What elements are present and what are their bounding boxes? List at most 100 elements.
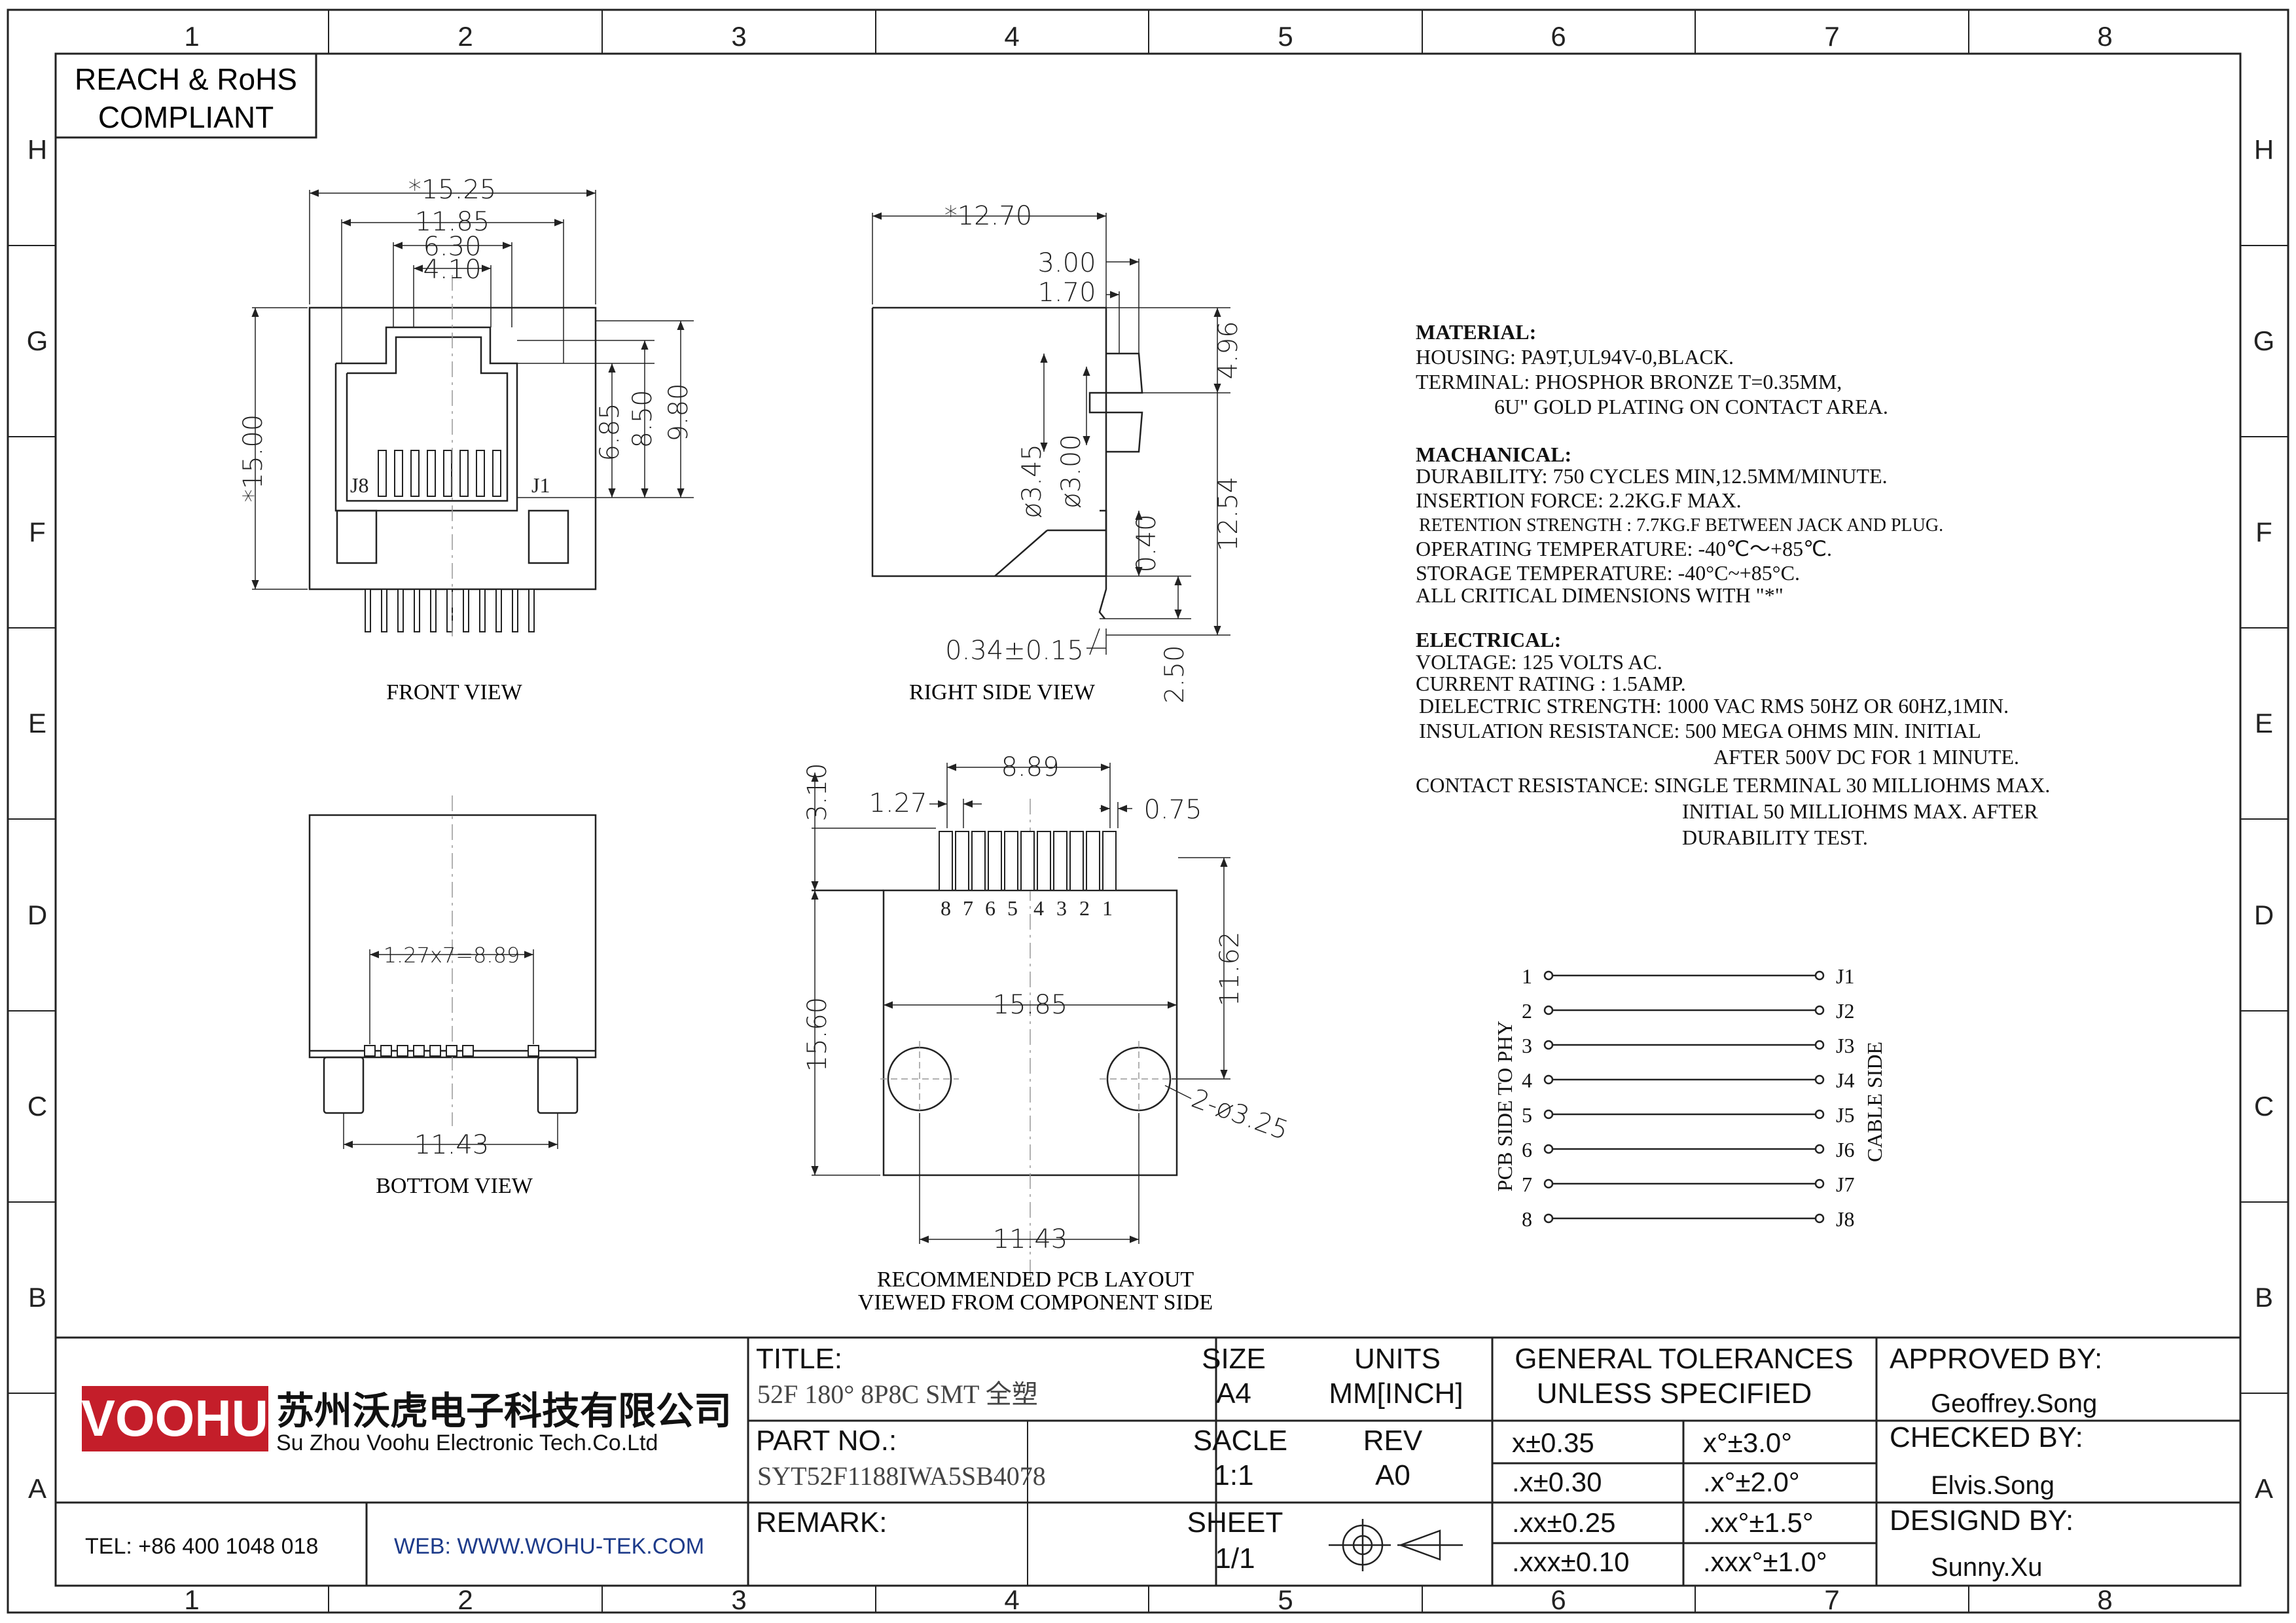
tolerance-linear: x±0.35 (1512, 1427, 1594, 1458)
size-value: A4 (1216, 1377, 1251, 1410)
schematic-jack-pin: J1 (1836, 964, 1854, 988)
compliance-line-1: REACH & RoHS (75, 62, 297, 96)
dim-mount-hole: 2-ø3.25 (1187, 1084, 1292, 1146)
column-label: 8 (2097, 21, 2112, 52)
checked-by: Elvis.Song (1931, 1471, 2054, 1500)
row-label: A (2255, 1473, 2273, 1504)
schematic-jack-pin: J6 (1836, 1138, 1854, 1161)
row-label: H (27, 134, 47, 165)
schematic-pin: 4 (1522, 1068, 1532, 1092)
tolerance-angular: .x°±2.0° (1703, 1467, 1800, 1497)
row-label: B (28, 1282, 46, 1313)
tolerance-header-1: GENERAL TOLERANCES (1515, 1343, 1854, 1375)
spec-line: HOUSING: PA9T,UL94V-0,BLACK. (1416, 345, 1734, 369)
projection-symbol-icon (1329, 1519, 1463, 1571)
dim-depth-3-00: 3.00 (1037, 248, 1096, 278)
dim-post-height: 4.96 (1213, 321, 1244, 379)
rev-label: REV (1363, 1425, 1423, 1457)
designed-by: Sunny.Xu (1931, 1553, 2043, 1582)
designed-label: DESIGND BY: (1890, 1504, 2073, 1537)
compliance-line-2: COMPLIANT (98, 100, 274, 134)
dim-width-opening: 6.30 (423, 232, 481, 262)
schematic-jack-pin: J4 (1836, 1068, 1854, 1092)
company-name-cn: 苏州沃虎电子科技有限公司 (276, 1389, 732, 1433)
spec-line: STORAGE TEMPERATURE: -40°C~+85°C. (1416, 561, 1800, 585)
pad-number: 7 (963, 896, 973, 920)
column-label: 3 (731, 1584, 746, 1615)
view-label-front: FRONT VIEW (386, 680, 522, 704)
pcb-layout-view: 3.10 8.89 1.27 0.75 11.62 15.85 15.60 2-… (802, 752, 1292, 1315)
pad-number: 2 (1079, 896, 1090, 920)
schematic-left-label: PCB SIDE TO PHY (1493, 1021, 1516, 1192)
pad-number: 5 (1007, 896, 1018, 920)
row-label: B (2255, 1282, 2273, 1313)
company-tel: TEL: +86 400 1048 018 (85, 1534, 318, 1559)
schematic-jack-pin: J8 (1836, 1207, 1854, 1231)
part-number-value: SYT52F1188IWA5SB4078 (757, 1461, 1046, 1491)
column-label: 1 (184, 21, 199, 52)
column-label: 5 (1278, 21, 1293, 52)
row-label: H (2254, 134, 2274, 165)
spec-line: TERMINAL: PHOSPHOR BRONZE T=0.35MM, (1416, 370, 1842, 393)
pin-label-j8: J8 (350, 473, 368, 497)
dim-height-8-50: 8.50 (628, 390, 658, 448)
schematic-pin: 8 (1522, 1207, 1532, 1231)
tolerance-linear: .xx±0.25 (1512, 1507, 1615, 1538)
dim-height-6-85: 6.85 (595, 403, 625, 461)
scale-value: 1:1 (1213, 1459, 1253, 1491)
checked-label: CHECKED BY: (1890, 1421, 2083, 1453)
pin-schematic: 1 2 3 4 5 6 7 8 J1 J2 J3 J4 J5 J6 J7 J8 … (1493, 964, 1886, 1231)
column-label: 4 (1004, 1584, 1019, 1615)
row-label: F (2255, 517, 2272, 547)
row-label: C (2254, 1091, 2274, 1122)
approved-label: APPROVED BY: (1890, 1343, 2102, 1375)
bottom-view: 1.27x7=8.89 11.43 BOTTOM VIEW (308, 795, 597, 1198)
tolerance-linear: .x±0.30 (1512, 1467, 1602, 1497)
dim-post-dia-2: ø3.00 (1056, 434, 1086, 509)
title-value: 52F 180° 8P8C SMT 全塑 (757, 1379, 1038, 1409)
dim-standoff: 0.40 (1132, 514, 1162, 572)
spec-line: VOLTAGE: 125 VOLTS AC. (1416, 650, 1662, 674)
view-label-bottom: BOTTOM VIEW (376, 1174, 533, 1198)
tolerance-linear: .xxx±0.10 (1512, 1546, 1629, 1577)
schematic-pin: 3 (1522, 1034, 1532, 1057)
logo-text: VOOHU (81, 1389, 268, 1447)
tolerance-angular: x°±3.0° (1703, 1427, 1792, 1458)
dim-width-inner: 11.85 (415, 207, 490, 237)
company-logo: VOOHU (81, 1386, 268, 1451)
schematic-pin: 6 (1522, 1138, 1532, 1161)
frame-row-labels: H G F E D C B A H G F E D C B A (27, 134, 2275, 1504)
schematic-right-label: CABLE SIDE (1863, 1042, 1886, 1162)
company-web[interactable]: WEB: WWW.WOHU-TEK.COM (394, 1534, 704, 1559)
scale-label: SACLE (1193, 1425, 1287, 1457)
compliance-box: REACH & RoHS COMPLIANT (54, 52, 317, 139)
spec-notes: MATERIAL: HOUSING: PA9T,UL94V-0,BLACK. T… (1416, 320, 2050, 849)
tolerance-angular: .xxx°±1.0° (1703, 1546, 1827, 1577)
view-label-right-side: RIGHT SIDE VIEW (909, 680, 1096, 704)
frame-column-labels: 1 2 3 4 5 6 7 8 1 2 3 4 5 6 7 8 (184, 21, 2112, 1615)
schematic-pin: 7 (1522, 1173, 1532, 1196)
dim-pin-length: 2.50 (1160, 645, 1190, 703)
front-view: *15.25 11.85 6.30 4.10 *15.00 6.85 8.50 … (238, 175, 694, 704)
schematic-jack-pin: J3 (1836, 1034, 1854, 1057)
row-label: G (2253, 325, 2275, 356)
pin-label-j1: J1 (531, 473, 550, 497)
dim-pin-pitch: 1.27x7=8.89 (384, 943, 520, 968)
remark-label: REMARK: (756, 1506, 887, 1539)
pad-number: 4 (1033, 896, 1044, 920)
title-block: VOOHU 苏州沃虎电子科技有限公司 Su Zhou Voohu Electro… (56, 1336, 2240, 1586)
view-label-pcb-line-1: RECOMMENDED PCB LAYOUT (877, 1267, 1194, 1292)
pad-number: 6 (985, 896, 996, 920)
row-label: D (2254, 900, 2274, 930)
view-label-pcb-line-2: VIEWED FROM COMPONENT SIDE (858, 1290, 1213, 1315)
dim-pad-offset: 3.10 (802, 763, 833, 821)
dim-width-latch: 4.10 (423, 255, 481, 285)
spec-electrical-heading: ELECTRICAL: (1416, 628, 1561, 651)
spec-line: 6U" GOLD PLATING ON CONTACT AREA. (1494, 395, 1888, 418)
column-label: 3 (731, 21, 746, 52)
row-label: D (27, 900, 47, 930)
spec-line: DIELECTRIC STRENGTH: 1000 VAC RMS 50HZ O… (1419, 694, 2009, 718)
dim-post-dia-1: ø3.45 (1017, 444, 1047, 519)
spec-line: CONTACT RESISTANCE: SINGLE TERMINAL 30 M… (1416, 773, 2050, 797)
row-label: E (28, 708, 46, 739)
